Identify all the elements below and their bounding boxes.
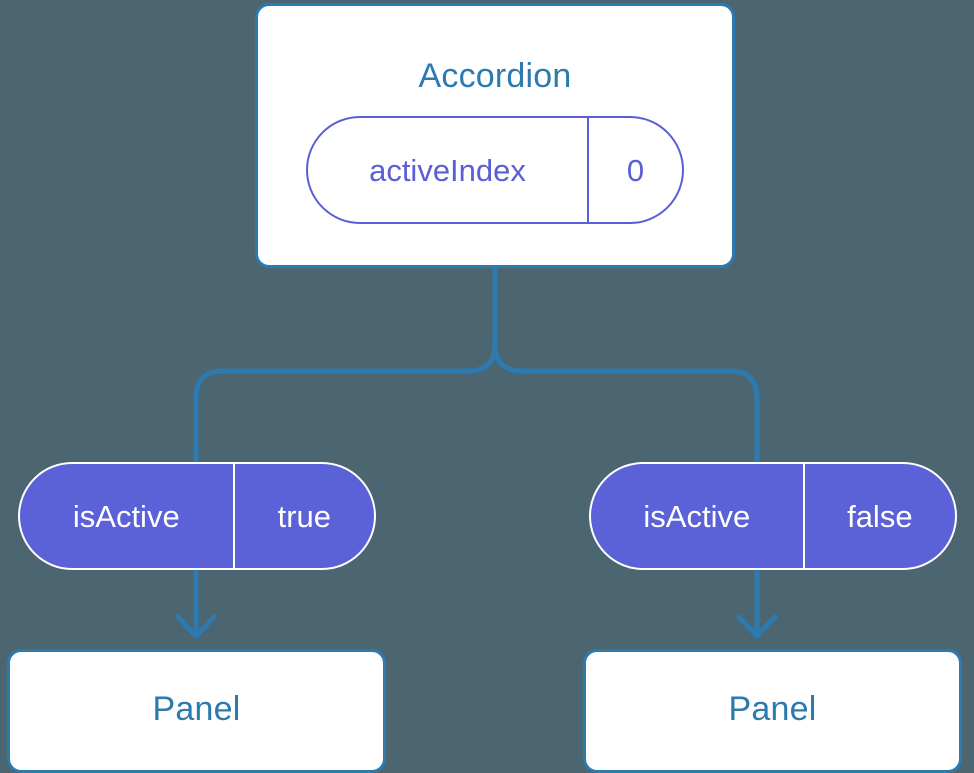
connector-tree-path [193,265,498,469]
prop-pill-active-index[interactable]: activeIndex 0 [306,116,684,224]
panel-card-right[interactable]: Panel [583,649,962,773]
prop-pill-is-active-right-key: isActive [643,498,751,534]
panel-card-left-title: Panel [152,690,241,728]
prop-pill-is-active-left-key: isActive [72,498,180,534]
prop-pill-is-active-right-value: false [802,464,955,568]
panel-card-left[interactable]: Panel [7,649,386,773]
arrow-left-head-icon [175,614,217,639]
arrow-right-head-icon [736,614,778,639]
accordion-card-title: Accordion [418,57,572,95]
prop-pill-is-active-right[interactable]: isActive false [589,462,957,570]
prop-pill-is-active-left-value: true [232,464,374,568]
panel-card-right-title: Panel [728,690,817,728]
prop-pill-active-index-value: 0 [587,118,682,222]
prop-pill-active-index-key: activeIndex [369,152,526,188]
prop-pill-is-active-left[interactable]: isActive true [18,462,376,570]
connector-tree-path-right [492,341,760,469]
